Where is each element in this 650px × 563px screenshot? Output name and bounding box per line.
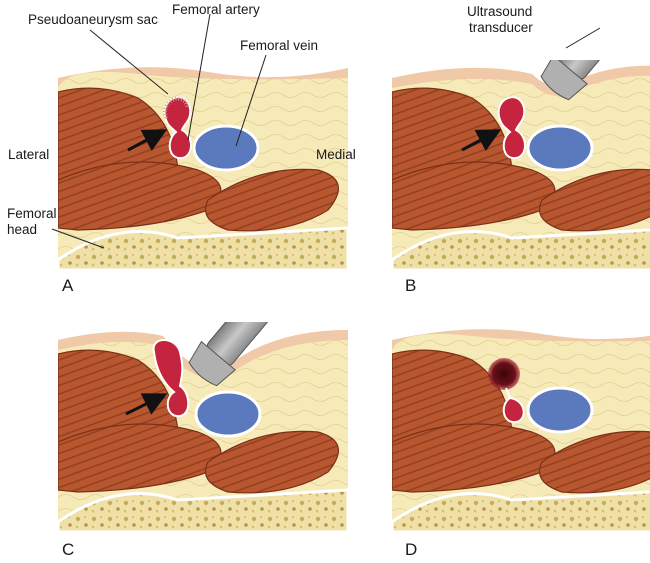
pseudoaneurysm-sac bbox=[152, 339, 190, 418]
femoral-artery bbox=[502, 387, 525, 424]
panel-a bbox=[58, 60, 348, 270]
panel-a-illustration bbox=[58, 60, 348, 270]
iliopsoas-muscle bbox=[392, 161, 556, 231]
flow-arrow bbox=[127, 129, 168, 152]
pectineus-muscle bbox=[204, 430, 339, 494]
skin-layer bbox=[392, 65, 650, 96]
skin-layer bbox=[58, 330, 348, 379]
flow-arrow bbox=[125, 393, 168, 416]
pectineus-muscle bbox=[538, 168, 650, 232]
label-pseudoaneurysm-sac: Pseudoaneurysm sac bbox=[28, 12, 158, 27]
ultrasound-transducer bbox=[540, 60, 629, 101]
femoral-head-bone bbox=[58, 226, 348, 270]
panel-letter-b: B bbox=[405, 276, 417, 295]
femoral-head-bone bbox=[58, 488, 348, 532]
iliopsoas-muscle bbox=[392, 423, 556, 493]
panel-letter-c: C bbox=[62, 540, 75, 559]
pseudoaneurysm-sac bbox=[163, 96, 192, 160]
femoral-vein bbox=[526, 386, 594, 434]
panel-c bbox=[58, 322, 348, 532]
panel-c-illustration bbox=[58, 322, 348, 532]
flow-arrow bbox=[461, 129, 502, 152]
label-transducer-line2: transducer bbox=[469, 20, 533, 35]
panel-b bbox=[392, 60, 650, 270]
panel-letter-a: A bbox=[62, 276, 74, 295]
pseudoaneurysm-sac bbox=[497, 96, 526, 160]
label-femoral-head-line1: Femoral bbox=[7, 206, 57, 221]
skin-layer bbox=[392, 329, 650, 350]
label-transducer-line1: Ultrasound bbox=[467, 4, 533, 19]
pectineus-muscle bbox=[204, 168, 339, 232]
panel-letter-d: D bbox=[405, 540, 418, 559]
iliopsoas-muscle bbox=[58, 161, 222, 231]
ultrasound-transducer bbox=[188, 322, 277, 387]
thrombosed-sac bbox=[488, 358, 520, 390]
femoral-vein bbox=[192, 124, 260, 172]
label-lateral: Lateral bbox=[8, 147, 50, 162]
label-medial: Medial bbox=[316, 147, 356, 162]
label-femoral-vein: Femoral vein bbox=[240, 38, 319, 53]
label-femoral-head-line2: head bbox=[7, 222, 38, 237]
pectineus-muscle bbox=[538, 430, 650, 494]
panel-b-illustration bbox=[392, 60, 650, 270]
femoral-vein bbox=[194, 390, 262, 438]
femoral-head-bone bbox=[392, 490, 650, 532]
femoral-head-bone bbox=[392, 228, 650, 270]
iliopsoas-muscle bbox=[58, 423, 222, 493]
panel-d bbox=[392, 322, 650, 532]
label-femoral-artery: Femoral artery bbox=[172, 2, 260, 17]
panel-d-illustration bbox=[392, 322, 650, 532]
femoral-vein bbox=[526, 124, 594, 172]
skin-layer bbox=[58, 67, 348, 88]
